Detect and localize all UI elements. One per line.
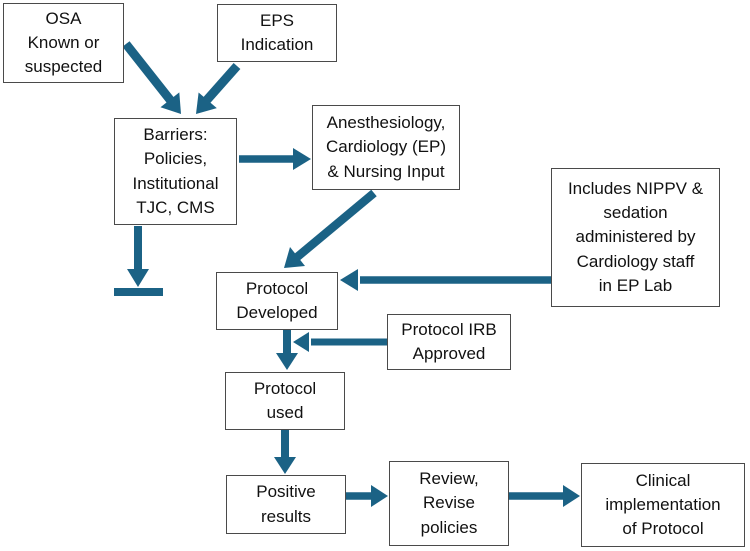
node-nippv-note: Includes NIPPV & sedation administered b… <box>551 168 720 307</box>
arrow-osa-to-barriers <box>122 41 181 114</box>
arrow-protocol-developed-to-protocol-used <box>276 330 298 370</box>
arrow-positive-results-to-review <box>346 485 388 507</box>
arrow-barriers-to-dead-end <box>114 226 163 296</box>
arrow-review-to-clinical <box>509 485 580 507</box>
dead-end-bar <box>114 288 163 296</box>
node-protocol-irb: Protocol IRB Approved <box>387 314 511 370</box>
node-osa: OSA Known or suspected <box>3 3 124 83</box>
arrow-eps-to-barriers <box>196 63 241 114</box>
arrow-nippv-to-protocol-developed <box>340 269 551 291</box>
node-anesthesiology: Anesthesiology, Cardiology (EP) & Nursin… <box>312 105 460 190</box>
node-clinical-implementation: Clinical implementation of Protocol <box>581 463 745 547</box>
node-protocol-used: Protocol used <box>225 372 345 430</box>
arrow-anesthesiology-to-protocol-developed <box>284 189 377 268</box>
arrow-irb-to-protocol-flow <box>293 332 387 352</box>
arrow-protocol-used-to-positive-results <box>274 430 296 474</box>
node-protocol-developed: Protocol Developed <box>216 272 338 330</box>
node-eps: EPS Indication <box>217 4 337 62</box>
node-review-revise: Review, Revise policies <box>389 461 509 546</box>
arrow-barriers-to-anesthesiology <box>239 148 311 170</box>
node-barriers: Barriers: Policies, Institutional TJC, C… <box>114 118 237 225</box>
node-positive-results: Positive results <box>226 475 346 534</box>
